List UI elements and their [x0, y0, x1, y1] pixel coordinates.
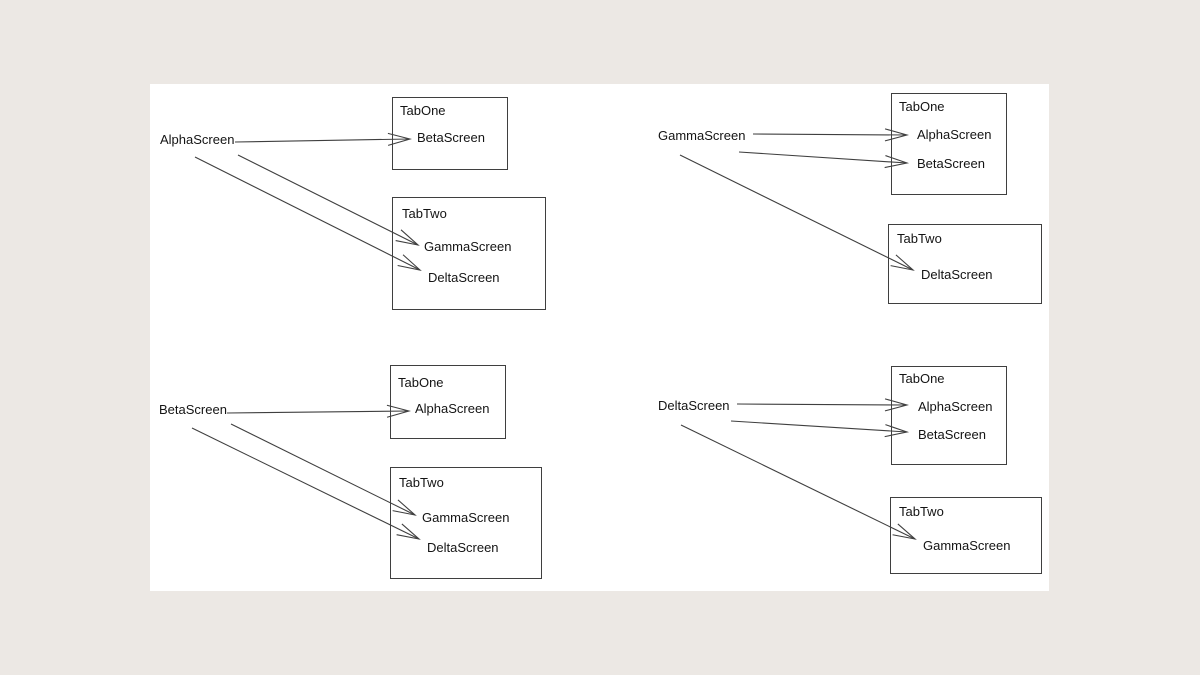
tab-box-tabone: TabOne BetaScreen	[392, 97, 508, 170]
source-screen-label: GammaScreen	[658, 128, 746, 143]
tab-title: TabTwo	[899, 504, 944, 519]
tab-title: TabTwo	[399, 475, 444, 490]
tab-box-tabtwo: TabTwo GammaScreen DeltaScreen	[392, 197, 546, 310]
tab-box-tabtwo: TabTwo DeltaScreen	[888, 224, 1042, 304]
source-screen-label: AlphaScreen	[160, 132, 235, 147]
screen-item: BetaScreen	[917, 156, 985, 171]
screen-item: BetaScreen	[417, 130, 485, 145]
screen-item: AlphaScreen	[918, 399, 993, 414]
screen-item: AlphaScreen	[917, 127, 992, 142]
screen-item: DeltaScreen	[921, 267, 993, 282]
tab-box-tabone: TabOne AlphaScreen BetaScreen	[891, 93, 1007, 195]
tab-title: TabOne	[899, 99, 945, 114]
source-screen-label: DeltaScreen	[658, 398, 730, 413]
screen-item: GammaScreen	[422, 510, 510, 525]
screen-item: GammaScreen	[923, 538, 1011, 553]
screen-item: GammaScreen	[424, 239, 512, 254]
tab-title: TabOne	[398, 375, 444, 390]
tab-box-tabtwo: TabTwo GammaScreen	[890, 497, 1042, 574]
tab-box-tabone: TabOne AlphaScreen	[390, 365, 506, 439]
tab-title: TabOne	[400, 103, 446, 118]
tab-title: TabTwo	[897, 231, 942, 246]
screen-item: BetaScreen	[918, 427, 986, 442]
tab-box-tabone: TabOne AlphaScreen BetaScreen	[891, 366, 1007, 465]
tab-title: TabOne	[899, 371, 945, 386]
source-screen-label: BetaScreen	[159, 402, 227, 417]
tab-title: TabTwo	[402, 206, 447, 221]
screen-item: AlphaScreen	[415, 401, 490, 416]
screen-item: DeltaScreen	[428, 270, 500, 285]
tab-box-tabtwo: TabTwo GammaScreen DeltaScreen	[390, 467, 542, 579]
screen-item: DeltaScreen	[427, 540, 499, 555]
